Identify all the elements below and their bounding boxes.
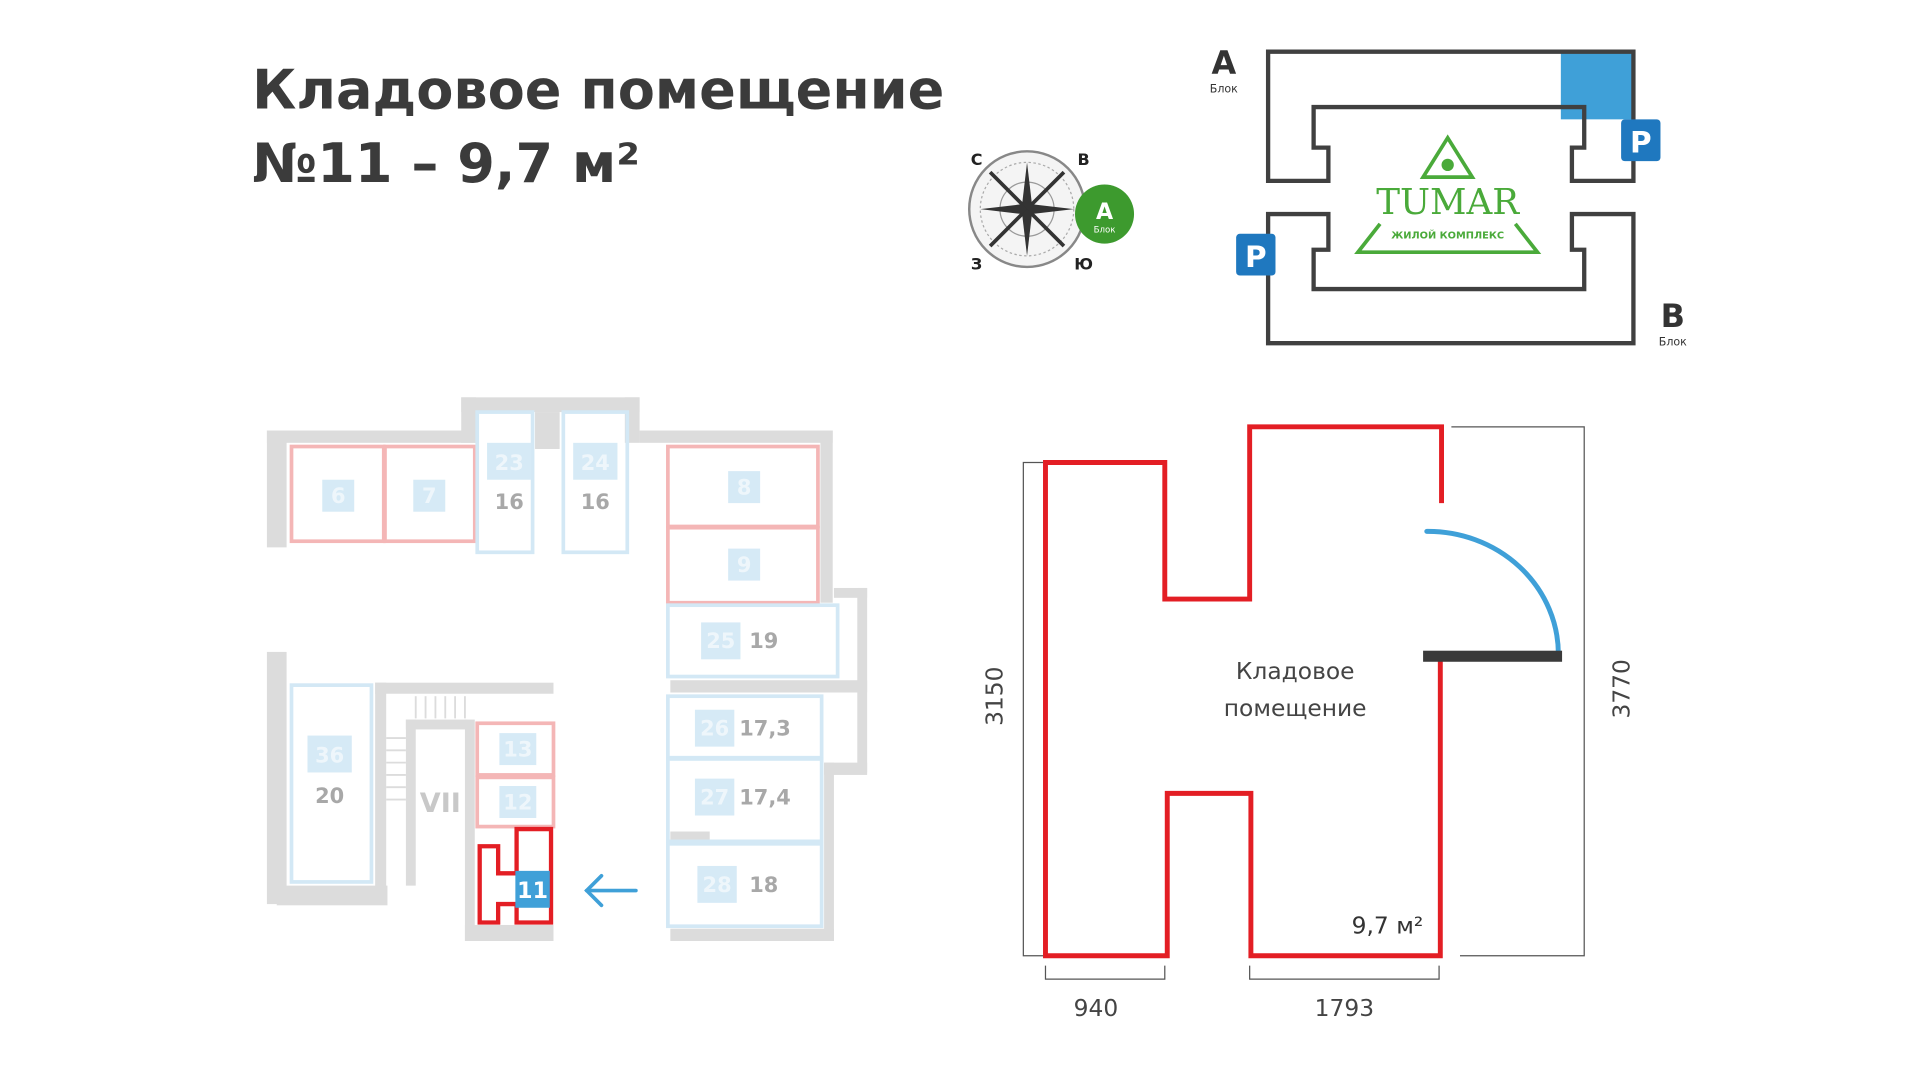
block-a-letter: A — [1211, 44, 1236, 82]
unit-area: 9,7 м² — [1352, 912, 1424, 940]
room-area: 17,4 — [739, 785, 791, 809]
room-number: 6 — [331, 484, 346, 508]
parking-icon: P — [1621, 119, 1661, 162]
room-number: 24 — [581, 451, 610, 475]
site-map: A Блок B Блок P P TUMAR ЖИЛОЙ КОМПЛЕКС — [1210, 44, 1687, 349]
room-13 — [475, 721, 556, 777]
room-28 — [666, 841, 824, 929]
svg-text:ЖИЛОЙ КОМПЛЕКС: ЖИЛОЙ КОМПЛЕКС — [1391, 229, 1504, 242]
svg-text:P: P — [1245, 240, 1267, 274]
unit-plan: Кладовое помещение 9,7 м² 3150 3770 940 … — [980, 424, 1636, 1022]
room-11-number: 11 — [517, 878, 548, 904]
room-7 — [383, 444, 477, 544]
dimension-right: 3770 — [1608, 659, 1636, 718]
room-area: 16 — [495, 490, 524, 514]
page-title-line1: Кладовое помещение — [252, 58, 944, 121]
compass-south: Ю — [1074, 254, 1093, 273]
room-area: 16 — [581, 490, 610, 514]
room-11-highlight — [477, 826, 554, 925]
compass-icon: С В З Ю — [967, 150, 1093, 273]
stair-label: VII — [420, 788, 461, 819]
room-27 — [666, 757, 824, 844]
room-23 — [475, 410, 535, 555]
room-number: 12 — [503, 790, 532, 814]
room-24 — [561, 410, 630, 555]
room-9 — [666, 525, 820, 605]
page-title-line2: №11 – 9,7 м² — [252, 132, 640, 195]
room-number: 7 — [422, 484, 437, 508]
room-name-line2: помещение — [1224, 694, 1367, 722]
room-number: 13 — [503, 737, 532, 761]
compass-east: В — [1078, 150, 1090, 169]
block-a-badge: A Блок — [1075, 184, 1135, 244]
room-number: 25 — [706, 629, 735, 653]
room-25 — [666, 603, 840, 679]
room-area: 18 — [749, 873, 778, 897]
tumar-logo: TUMAR ЖИЛОЙ КОМПЛЕКС — [1354, 134, 1542, 255]
block-a-word: Блок — [1210, 82, 1238, 95]
room-number: 28 — [703, 873, 732, 897]
room-number: 8 — [737, 475, 752, 499]
room-name-line1: Кладовое — [1236, 657, 1355, 685]
block-b-outline — [1265, 211, 1636, 346]
svg-text:P: P — [1630, 126, 1652, 160]
block-badge-letter: A — [1096, 199, 1114, 225]
block-badge-word: Блок — [1094, 226, 1116, 236]
unit-outline — [1043, 424, 1444, 959]
room-36 — [289, 683, 374, 884]
room-number: 36 — [315, 744, 344, 768]
door-swing-icon — [1424, 528, 1561, 657]
floor-plan: VII 6 7 23 16 24 16 8 9 25 19 26 17,3 27… — [266, 397, 868, 941]
door-leaf — [1423, 650, 1563, 662]
compass-north: С — [971, 150, 983, 169]
room-area: 19 — [749, 629, 778, 653]
block-b-letter: B — [1661, 297, 1685, 335]
arrow-left-icon — [584, 873, 638, 908]
room-area: 17,3 — [739, 717, 791, 741]
room-number: 9 — [737, 553, 752, 577]
dimension-bottom-left: 940 — [1074, 994, 1119, 1022]
parking-icon: P — [1236, 233, 1276, 276]
block-b-word: Блок — [1659, 336, 1687, 349]
room-number: 23 — [495, 451, 524, 475]
room-area: 20 — [315, 784, 344, 808]
room-number: 27 — [700, 785, 729, 809]
svg-text:TUMAR: TUMAR — [1376, 182, 1520, 223]
room-12 — [475, 775, 556, 829]
dimension-bottom-right: 1793 — [1315, 994, 1374, 1022]
block-a-outline — [1265, 49, 1636, 183]
compass-west: З — [971, 254, 982, 273]
room-number: 26 — [700, 717, 729, 741]
dimension-left: 3150 — [980, 666, 1008, 725]
